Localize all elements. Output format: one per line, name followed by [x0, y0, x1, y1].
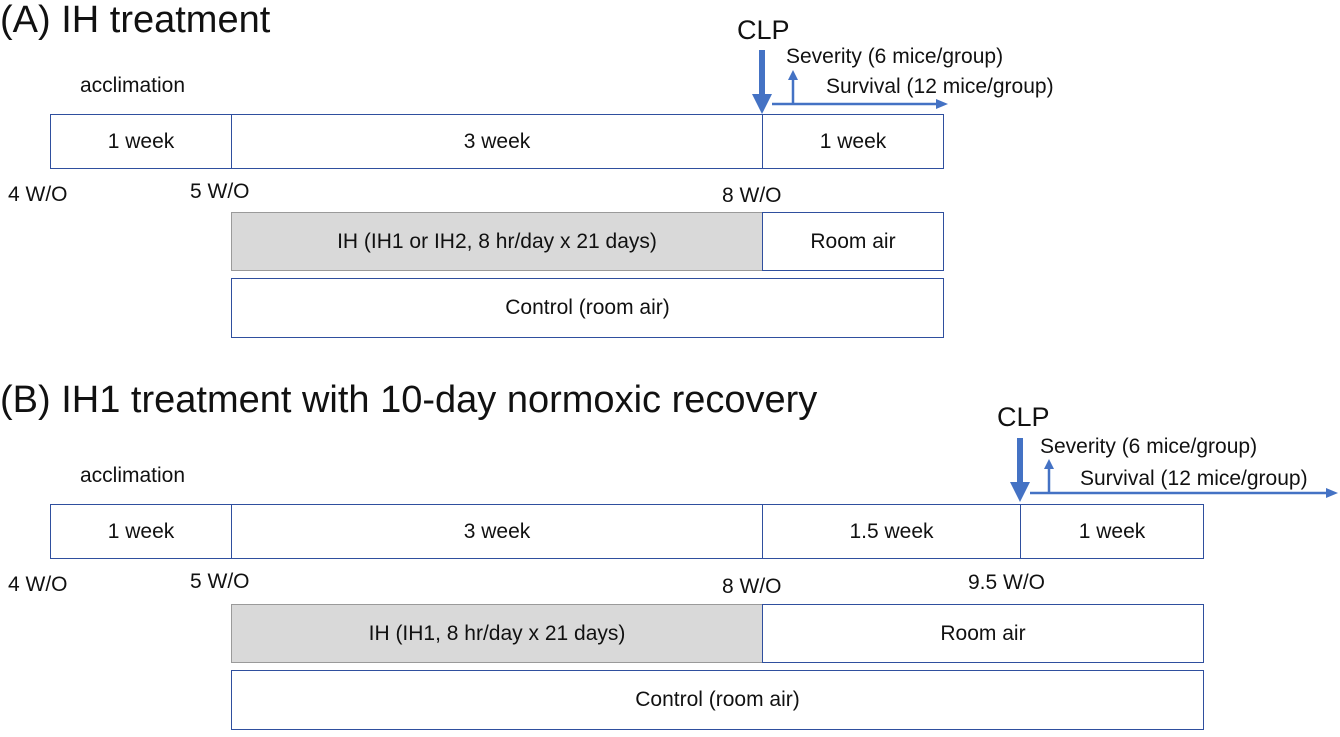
panel-b-title: (B) IH1 treatment with 10-day normoxic r…	[0, 379, 818, 421]
panel-a-clp-arrow-icon	[752, 50, 772, 114]
panel-a-survival-label: Survival (12 mice/group)	[826, 75, 1054, 98]
panel-a-timeline-after-clp: 1 week	[762, 114, 944, 169]
panel-b-room-air-box: Room air	[762, 604, 1204, 663]
panel-b-severity-arrow-icon	[1044, 459, 1054, 493]
panel-a-control-box: Control (room air)	[231, 278, 944, 338]
panel-a-title: (A) IH treatment	[0, 0, 271, 41]
panel-b-survival-label: Survival (12 mice/group)	[1080, 467, 1308, 490]
panel-b-survival-arrow-icon	[1030, 488, 1338, 498]
panel-b-ih-box: IH (IH1, 8 hr/day x 21 days)	[231, 604, 763, 663]
panel-b-timeline-after-clp: 1 week	[1020, 504, 1204, 559]
panel-b-timeline-week1: 1 week	[50, 504, 232, 559]
panel-b-severity-label: Severity (6 mice/group)	[1040, 435, 1258, 458]
panel-a-severity-arrow-icon	[788, 70, 798, 104]
panel-a-tick-8wo: 8 W/O	[722, 184, 782, 207]
panel-b-tick-95wo: 9.5 W/O	[968, 571, 1046, 594]
panel-a-tick-4wo: 4 W/O	[8, 183, 68, 206]
panel-b-control-box: Control (room air)	[231, 670, 1204, 730]
panel-a-timeline-week3: 3 week	[231, 114, 763, 169]
panel-a-room-air-box: Room air	[762, 212, 944, 271]
panel-b-tick-4wo: 4 W/O	[8, 573, 68, 596]
panel-b-timeline-week3: 3 week	[231, 504, 763, 559]
panel-a-tick-5wo: 5 W/O	[190, 180, 250, 203]
panel-b-tick-8wo: 8 W/O	[722, 575, 782, 598]
panel-b-timeline-recovery: 1.5 week	[762, 504, 1021, 559]
panel-b-clp-label: CLP	[997, 402, 1050, 432]
panel-b-acclimation-label: acclimation	[80, 464, 186, 487]
panel-a-acclimation-label: acclimation	[80, 74, 186, 97]
panel-b-tick-5wo: 5 W/O	[190, 570, 250, 593]
panel-b-clp-arrow-icon	[1010, 438, 1030, 502]
panel-a-timeline-week1: 1 week	[50, 114, 232, 169]
panel-a-severity-label: Severity (6 mice/group)	[786, 45, 1004, 68]
panel-a-clp-label: CLP	[737, 15, 790, 45]
panel-a-survival-arrow-icon	[772, 99, 948, 109]
panel-a-ih-box: IH (IH1 or IH2, 8 hr/day x 21 days)	[231, 212, 763, 271]
